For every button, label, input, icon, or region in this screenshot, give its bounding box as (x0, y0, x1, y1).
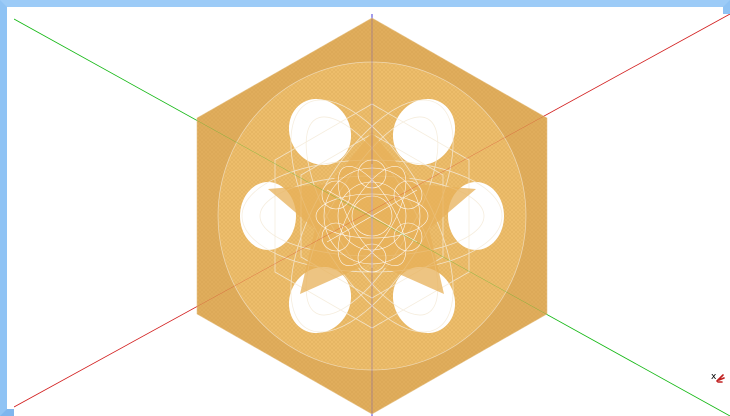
scene-canvas[interactable] (14, 14, 730, 416)
window-cutouts (240, 98, 504, 334)
axis-triad-icon: x (711, 372, 725, 386)
3d-viewport[interactable]: x (14, 14, 730, 416)
axis-label-x: x (711, 372, 717, 382)
